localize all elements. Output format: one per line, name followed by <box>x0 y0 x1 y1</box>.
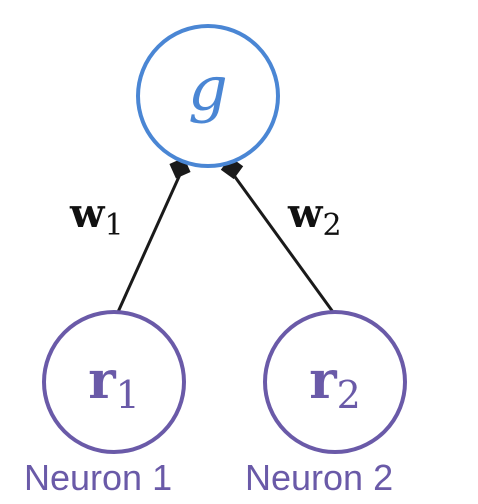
input-node-1 <box>42 310 186 454</box>
input-node-2-label: r2 <box>309 350 361 417</box>
edge-label-w2: w2 <box>287 190 342 243</box>
input-node-2 <box>263 310 407 454</box>
edge-w1 <box>116 169 184 313</box>
caption-neuron-1: Neuron 1 <box>24 457 173 498</box>
edge-w2 <box>228 169 335 313</box>
output-node <box>136 24 280 168</box>
caption-neuron-2: Neuron 2 <box>245 457 394 498</box>
output-node-label: g <box>188 52 228 125</box>
edge-label-w1: w1 <box>69 190 124 243</box>
input-node-1-label: r1 <box>88 350 140 417</box>
